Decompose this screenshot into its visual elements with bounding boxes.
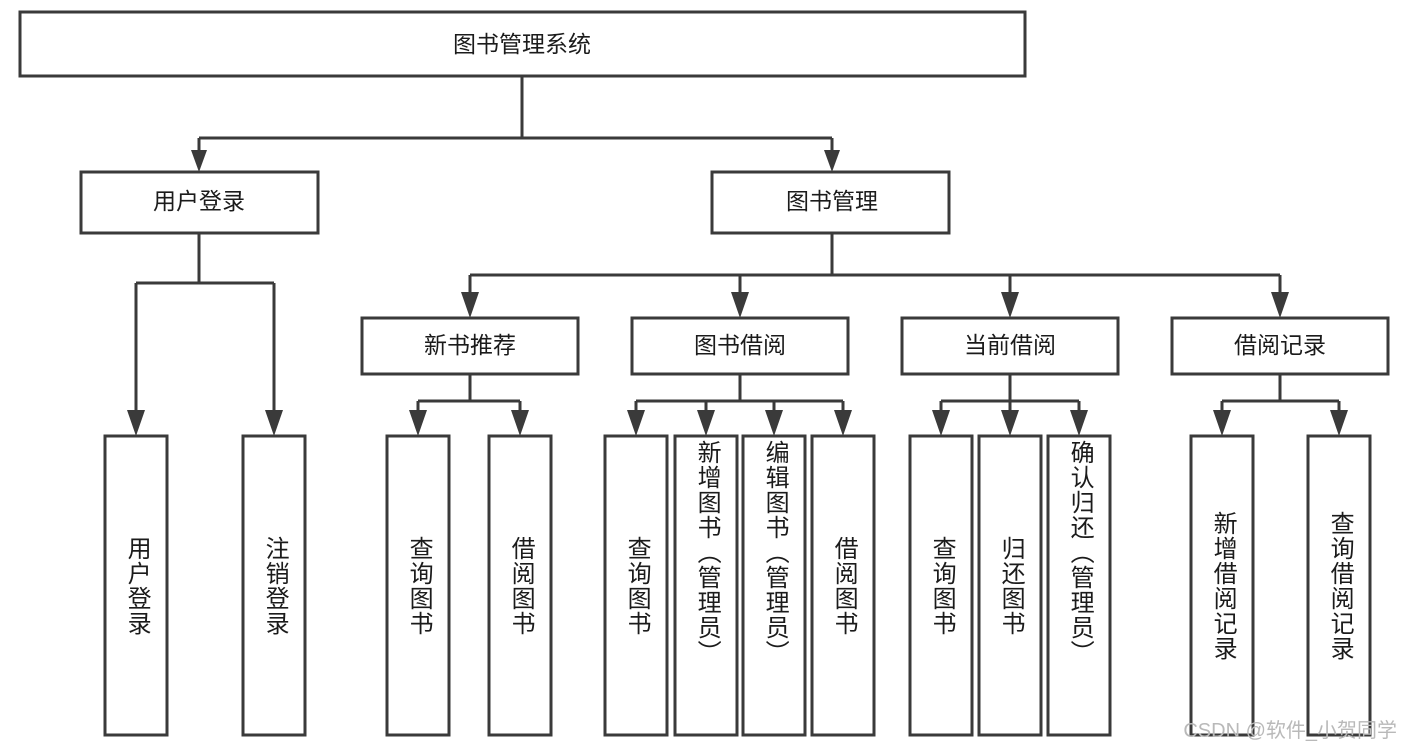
leaf-box-bb-edit-book[interactable]: [741, 434, 807, 737]
arrow-to-new-book: [461, 292, 479, 318]
arrow-bb-leaf-3: [765, 410, 783, 436]
node-borrow-record-box: [1170, 316, 1390, 376]
arrow-bb-leaf-1: [627, 410, 645, 436]
arrow-to-leaf-user-login: [127, 410, 145, 436]
node-book-borrow-label: 图书借阅: [694, 332, 786, 358]
node-user-login-label: 用户登录: [153, 188, 245, 214]
leaf-box-user-login[interactable]: [103, 434, 169, 737]
arrow-to-current-borrow: [1001, 292, 1019, 318]
leaf-box-br-add-record[interactable]: [1189, 434, 1255, 737]
leaf-box-nb-borrow-book[interactable]: [487, 434, 553, 737]
arrow-cb-leaf-2: [1001, 410, 1019, 436]
arrow-to-leaf-logout: [265, 410, 283, 436]
csdn-watermark: CSDN @软件_小贺同学: [1183, 720, 1397, 742]
leaf-box-layer: [103, 434, 1372, 737]
arrow-cb-leaf-3: [1070, 410, 1088, 436]
leaf-box-logout[interactable]: [241, 434, 307, 737]
node-root-label: 图书管理系统: [453, 31, 591, 57]
node-book-borrow-box: [630, 316, 850, 376]
node-book-management-label: 图书管理: [786, 188, 878, 214]
node-book-management[interactable]: 图书管理: [710, 170, 951, 235]
node-borrow-record-label: 借阅记录: [1234, 332, 1326, 358]
arrow-bb-leaf-4: [834, 410, 852, 436]
node-current-borrow[interactable]: 当前借阅: [900, 316, 1120, 376]
arrow-nb-leaf-2: [511, 410, 529, 436]
arrow-to-borrow-record: [1271, 292, 1289, 318]
node-user-login[interactable]: 用户登录: [79, 170, 320, 235]
edge-borrow-record-to-bus: [1220, 374, 1341, 412]
leaf-box-bb-query-book[interactable]: [603, 434, 669, 737]
arrow-br-leaf-1: [1213, 410, 1231, 436]
leaf-box-cb-confirm-return[interactable]: [1046, 434, 1112, 737]
node-current-borrow-label: 当前借阅: [964, 332, 1056, 358]
node-new-book-recommend-label: 新书推荐: [424, 332, 516, 358]
leaf-box-bb-borrow-book[interactable]: [810, 434, 876, 737]
edge-current-borrow-to-bus: [939, 374, 1081, 412]
node-book-borrow[interactable]: 图书借阅: [630, 316, 850, 376]
node-new-book-recommend[interactable]: 新书推荐: [360, 316, 580, 376]
arrow-nb-leaf-1: [409, 410, 427, 436]
connector-layer: [127, 76, 1348, 436]
edge-new-book-to-bus: [416, 374, 522, 412]
leaf-box-cb-return-book[interactable]: [977, 434, 1043, 737]
node-book-management-box: [710, 170, 951, 235]
edge-user-login-to-bus: [134, 233, 276, 412]
edge-book-manage-to-bus: [468, 233, 1282, 295]
node-current-borrow-box: [900, 316, 1120, 376]
leaf-box-bb-add-book[interactable]: [673, 434, 739, 737]
arrow-to-book-manage: [824, 150, 840, 172]
leaf-box-br-query-record[interactable]: [1306, 434, 1372, 737]
arrow-br-leaf-2: [1330, 410, 1348, 436]
node-root-box: [18, 10, 1027, 78]
arrow-bb-leaf-2: [697, 410, 715, 436]
leaf-box-cb-query-book[interactable]: [908, 434, 974, 737]
node-user-login-box: [79, 170, 320, 235]
arrow-to-book-borrow: [731, 292, 749, 318]
edge-root-to-bus: [197, 76, 834, 160]
node-root-system[interactable]: 图书管理系统: [18, 10, 1027, 78]
node-borrow-record[interactable]: 借阅记录: [1170, 316, 1390, 376]
node-new-book-recommend-box: [360, 316, 580, 376]
edge-book-borrow-to-bus: [634, 374, 845, 412]
arrow-to-user-login: [191, 150, 207, 172]
arrow-cb-leaf-1: [932, 410, 950, 436]
leaf-box-nb-query-book[interactable]: [385, 434, 451, 737]
